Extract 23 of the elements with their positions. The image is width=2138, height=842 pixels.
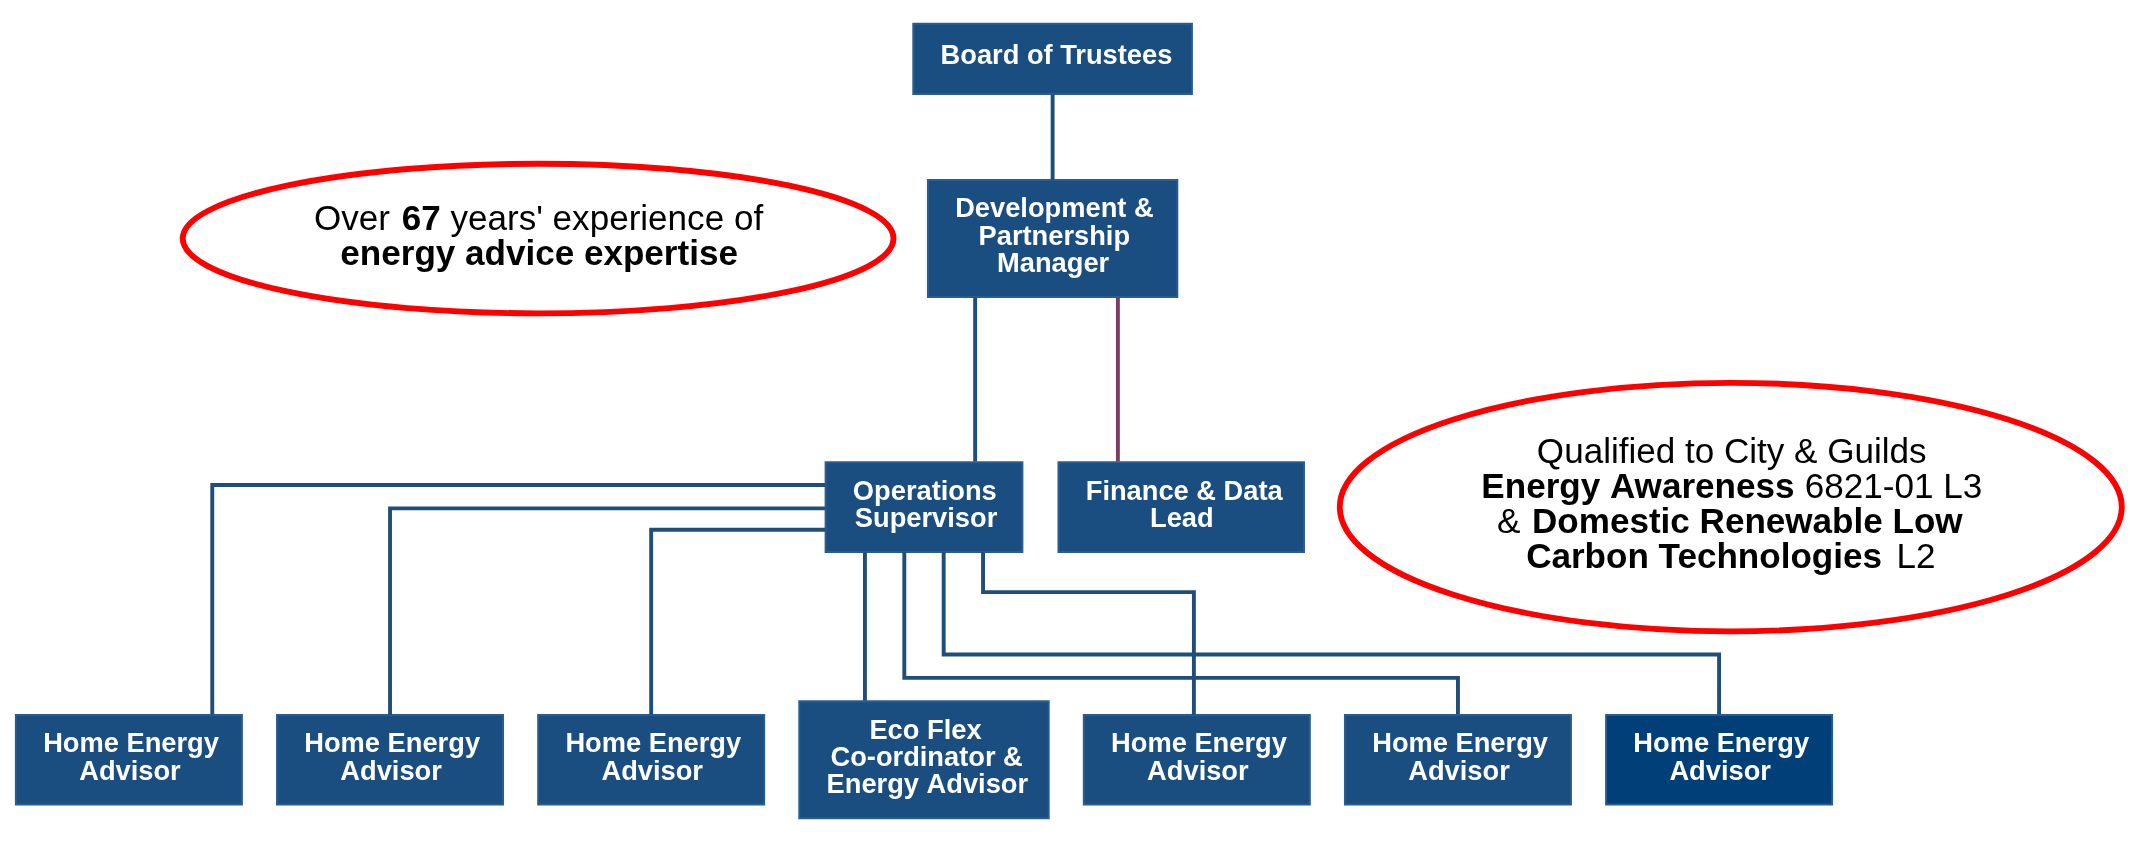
node-box: Home Energy Advisor <box>1343 713 1572 806</box>
node-ellipse: Over 67 years' experience of energy advice expertise <box>179 160 897 317</box>
node-ellipse: Qualified to City & Guilds Energy Awareness 6821-01 L3 & Domestic Renewable Low Carbon Technologies L2 <box>1336 379 2125 635</box>
node-box: Home Energy Advisor <box>1082 713 1311 806</box>
node-box: Eco Flex Co-ordinator & Energy Advisor <box>798 700 1050 820</box>
connector <box>388 506 826 715</box>
connector <box>649 527 826 715</box>
connector <box>863 552 867 701</box>
node-box: Board of Trustees <box>912 22 1193 95</box>
node-box: Operations Supervisor <box>824 461 1024 553</box>
node-box: Home Energy Advisor <box>14 713 243 806</box>
node-box: Development & Partnership Manager <box>926 179 1179 298</box>
connector <box>210 483 826 715</box>
connector <box>941 552 1722 715</box>
node-box: Home Energy Advisor <box>276 713 505 806</box>
connector <box>1050 94 1055 180</box>
connector <box>902 552 1460 714</box>
node-box: Home Energy Advisor <box>1605 713 1834 806</box>
node-box: Home Energy Advisor <box>537 713 766 806</box>
connector <box>981 552 1196 715</box>
node-box: Finance & Data Lead <box>1057 461 1305 553</box>
connector <box>1115 297 1120 462</box>
connector <box>973 297 978 462</box>
